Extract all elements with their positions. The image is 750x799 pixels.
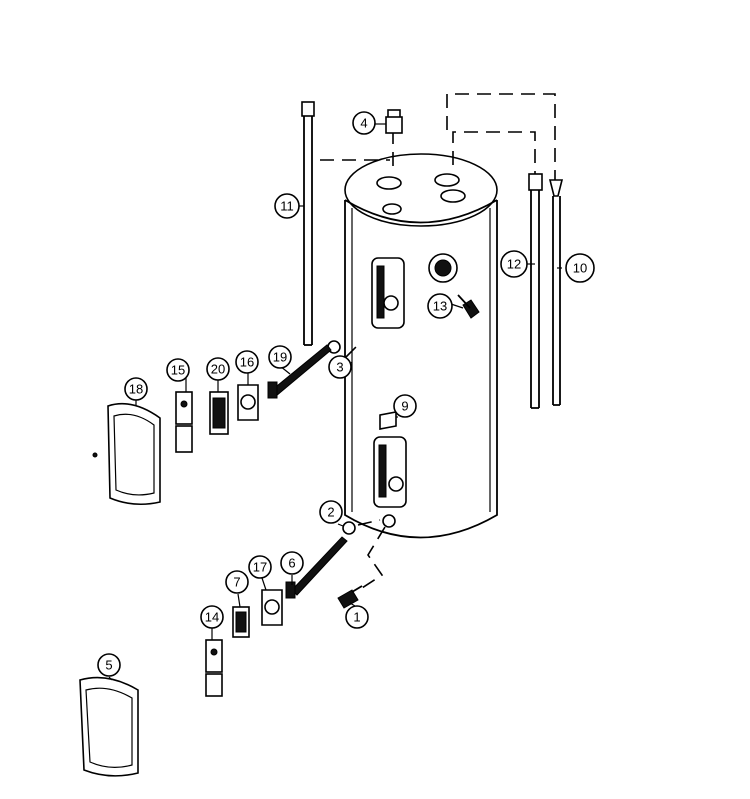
part-18-cover <box>92 402 161 506</box>
callout-10-label: 10 <box>573 261 587 276</box>
callout-20-label: 20 <box>211 362 225 377</box>
callout-2-label: 2 <box>327 505 334 520</box>
part-9-label <box>379 411 397 430</box>
part-13-valve <box>457 294 480 319</box>
tank <box>344 153 498 539</box>
part-6-element <box>285 536 348 599</box>
part-19-element <box>267 344 332 399</box>
callout-20: 20 <box>206 357 230 381</box>
part-12-tube <box>528 173 543 409</box>
callout-15-label: 15 <box>171 363 185 378</box>
callout-4: 4 <box>352 111 376 135</box>
part-7-block <box>232 606 250 638</box>
callout-11: 11 <box>274 193 300 219</box>
callout-18: 18 <box>124 377 148 401</box>
callout-14: 14 <box>200 605 224 629</box>
callout-12: 12 <box>500 250 528 278</box>
part-5-cover <box>79 676 139 777</box>
part-16-bracket <box>237 384 259 421</box>
part-20-cutoff <box>209 391 229 435</box>
callout-1: 1 <box>345 605 369 629</box>
callout-18-label: 18 <box>129 382 143 397</box>
callout-5: 5 <box>97 653 121 677</box>
callout-13: 13 <box>427 293 453 319</box>
part-11-dip-tube <box>301 101 315 346</box>
callout-9-label: 9 <box>401 399 408 414</box>
callout-15: 15 <box>166 358 190 382</box>
callout-6: 6 <box>280 551 304 575</box>
callout-16: 16 <box>235 350 259 374</box>
callout-14-label: 14 <box>205 610 219 625</box>
assembly-lines <box>320 93 556 589</box>
callout-19-label: 19 <box>273 350 287 365</box>
callout-11-label: 11 <box>280 199 294 214</box>
part-2-gasket <box>342 521 356 535</box>
callout-10: 10 <box>565 253 595 283</box>
callout-7: 7 <box>225 570 249 594</box>
part-14-thermostat <box>205 639 223 697</box>
callout-17-label: 17 <box>253 560 267 575</box>
callout-19: 19 <box>268 345 292 369</box>
part-4-fitting <box>385 109 403 134</box>
callout-1-label: 1 <box>353 610 360 625</box>
callout-3: 3 <box>328 355 352 379</box>
part-15-thermostat <box>175 391 193 453</box>
callout-5-label: 5 <box>105 658 112 673</box>
callout-9: 9 <box>393 394 417 418</box>
part-1-drain-valve <box>337 585 363 609</box>
callout-7-label: 7 <box>233 575 240 590</box>
part-10-tube <box>548 179 564 406</box>
callout-6-label: 6 <box>288 556 295 571</box>
callout-2: 2 <box>319 500 343 524</box>
callout-3-label: 3 <box>336 360 343 375</box>
callout-12-label: 12 <box>507 257 521 272</box>
callout-17: 17 <box>248 555 272 579</box>
callout-4-label: 4 <box>360 116 367 131</box>
callout-16-label: 16 <box>240 355 254 370</box>
part-17-bracket <box>261 589 283 626</box>
callout-13-label: 13 <box>433 299 447 314</box>
